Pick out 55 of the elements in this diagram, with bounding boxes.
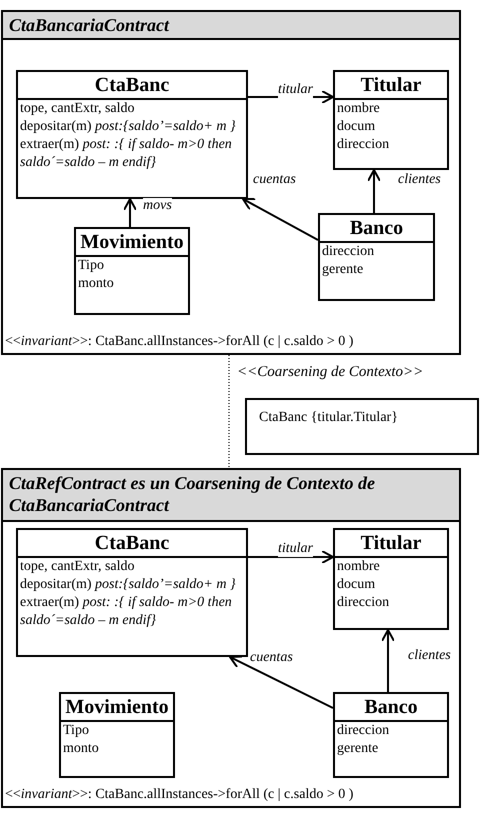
- class-member: gerente: [336, 740, 380, 758]
- class-member: docum: [336, 576, 376, 594]
- association-arrow: [242, 198, 318, 241]
- class-member: nombre: [336, 100, 381, 118]
- constraint-text: <<invariant>>: CtaBanc.allInstances->forAll (c | c.saldo > 0 ): [5, 787, 354, 803]
- class-member: extraer(m) post: :{ if saldo- m>0 then saldo´=saldo – m endif}: [19, 594, 233, 630]
- class-box: [16, 70, 248, 199]
- association-arrow: [123, 198, 137, 227]
- class-box: [333, 70, 449, 170]
- association-arrow: [248, 550, 334, 564]
- association-arrow: [229, 656, 334, 709]
- association-arrow: [367, 169, 381, 213]
- edge-label: cuentas: [250, 650, 293, 666]
- class-name: Banco: [320, 215, 433, 243]
- class-member: direccion: [336, 594, 390, 612]
- package-title: CtaRefContract es un Coarsening de Contexto de CtaBancariaContract: [9, 473, 376, 515]
- class-box: [59, 692, 175, 778]
- class-name: Movimiento: [61, 694, 173, 722]
- class-member: tope, cantExtr, saldo: [19, 558, 136, 576]
- note-box: [245, 398, 479, 455]
- package-title: CtaBancariaContract: [9, 15, 170, 35]
- class-member: extraer(m) post: :{ if saldo- m>0 then saldo´=saldo – m endif}: [19, 136, 233, 172]
- class-name: Banco: [335, 694, 447, 722]
- class-box: [16, 528, 248, 657]
- association-arrow: [381, 629, 395, 692]
- class-member: docum: [336, 118, 376, 136]
- dependency-line: [228, 355, 230, 468]
- class-member: gerente: [321, 261, 364, 279]
- class-member: nombre: [336, 558, 381, 576]
- edge-label: <<Coarsening de Contexto>>: [237, 364, 424, 380]
- constraint-text: <<invariant>>: CtaBanc.allInstances->forAll (c | c.saldo > 0 ): [5, 334, 354, 350]
- class-member: monto: [77, 275, 115, 293]
- class-box: [333, 692, 449, 778]
- class-name: CtaBanc: [18, 530, 246, 558]
- class-name: Movimiento: [76, 229, 188, 257]
- class-member: direccion: [336, 136, 390, 154]
- edge-label: titular: [278, 82, 314, 98]
- package-frame: [1, 468, 461, 808]
- class-member: direccion: [336, 722, 390, 740]
- class-member: tope, cantExtr, saldo: [19, 100, 136, 118]
- class-member: Tipo: [77, 257, 105, 275]
- class-member: monto: [62, 740, 100, 758]
- class-box: [333, 528, 449, 630]
- edge-label: titular: [278, 541, 314, 557]
- class-box: [74, 227, 190, 315]
- class-member: Tipo: [62, 722, 90, 740]
- class-member: direccion: [321, 243, 376, 261]
- class-member: depositar(m) post:{saldo’=saldo+ m }: [19, 118, 237, 136]
- class-name: Titular: [335, 530, 447, 558]
- class-name: Titular: [335, 72, 447, 100]
- class-name: CtaBanc: [18, 72, 246, 100]
- package-frame: [1, 10, 461, 355]
- class-member: depositar(m) post:{saldo’=saldo+ m }: [19, 576, 237, 594]
- class-box: [318, 213, 435, 301]
- note-text: CtaBanc {titular.Titular}: [259, 410, 399, 426]
